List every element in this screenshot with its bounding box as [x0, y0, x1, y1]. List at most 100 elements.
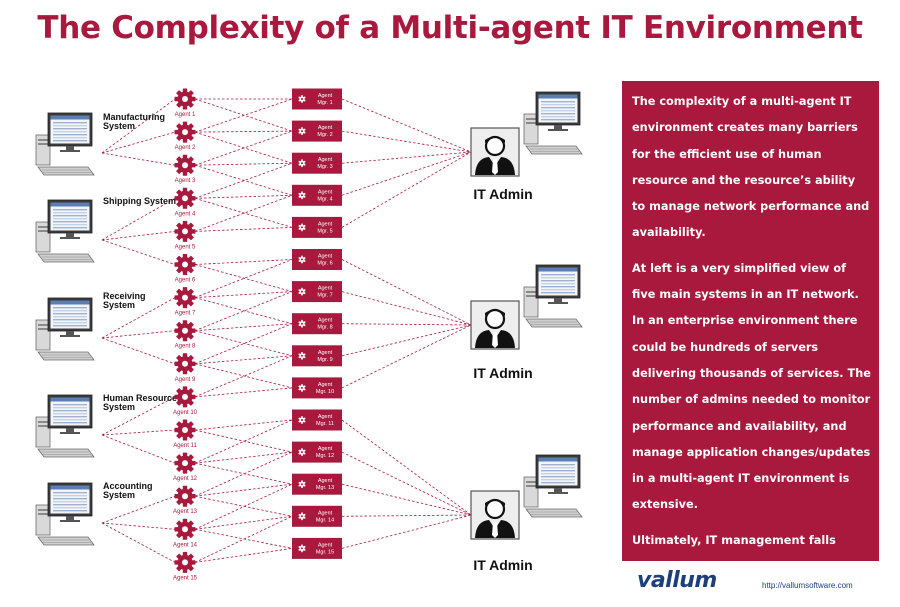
- connection-line: [194, 387, 293, 398]
- computer-icon: [35, 482, 95, 546]
- connection-line: [101, 330, 176, 339]
- connection-line: [194, 363, 293, 389]
- manager-label-line1: Agent: [318, 382, 333, 388]
- gear-icon: [174, 386, 196, 408]
- manager-label-line1: Agent: [318, 542, 333, 548]
- vallum-logo[interactable]: vallum: [637, 568, 717, 593]
- agent-label: Agent 4: [175, 211, 196, 217]
- connection-line: [194, 291, 293, 298]
- connection-line: [341, 483, 472, 516]
- gear-icon: [174, 419, 196, 441]
- manager-label-line2: Mgr. 14: [316, 517, 334, 523]
- connection-line: [194, 528, 293, 549]
- info-paragraph-1: The complexity of a multi-agent IT envir…: [632, 95, 870, 240]
- manager-label-line2: Mgr. 5: [317, 228, 332, 234]
- manager-box-bg: [292, 537, 342, 559]
- agent-node: Agent 12: [173, 452, 198, 482]
- connection-line: [194, 483, 293, 497]
- agents-column: Agent 1 Agent 2 Agent 3 Agent 4 Agent 5 Agent…: [173, 88, 198, 581]
- website-link[interactable]: http://vallumsoftware.com: [762, 581, 853, 590]
- computer-icon: [523, 264, 583, 328]
- it-admin: IT Admin: [470, 454, 583, 573]
- agent-label: Agent 15: [173, 575, 198, 581]
- agent-label: Agent 5: [175, 244, 196, 250]
- gear-icon: [174, 452, 196, 474]
- agent-node: Agent 5: [174, 220, 196, 250]
- connection-line: [341, 259, 472, 326]
- manager-label-line2: Mgr. 10: [316, 389, 334, 395]
- manager-label-line1: Agent: [318, 286, 333, 292]
- agent-node: Agent 15: [173, 551, 198, 581]
- admin-avatar-icon: [470, 127, 520, 177]
- connection-line: [101, 522, 176, 530]
- connection-line: [194, 162, 293, 199]
- manager-label-line2: Mgr. 7: [317, 293, 332, 299]
- system-label: Shipping System: [103, 196, 176, 206]
- gear-icon: [174, 187, 196, 209]
- connection-line: [194, 429, 293, 453]
- connection-line: [194, 323, 293, 365]
- agent-label: Agent 6: [175, 278, 196, 284]
- agent-node: Agent 9: [174, 353, 196, 383]
- admin-avatar-icon: [470, 490, 520, 540]
- system-computer: Shipping System: [35, 196, 176, 263]
- system-label: System: [103, 402, 135, 412]
- connection-line: [341, 514, 472, 549]
- it-admin: IT Admin: [470, 264, 583, 381]
- agent-label: Agent 7: [175, 311, 196, 317]
- connection-line: [341, 291, 472, 326]
- agent-node: Agent 8: [174, 320, 196, 350]
- manager-box-bg: [292, 120, 342, 142]
- connection-line: [194, 419, 293, 464]
- manager-box-bg: [292, 377, 342, 399]
- connection-line: [194, 483, 293, 530]
- connection-line: [194, 227, 293, 232]
- connection-line: [194, 259, 293, 265]
- admin-label: IT Admin: [473, 186, 532, 202]
- agent-node: Agent 1: [174, 88, 196, 118]
- manager-label-line2: Mgr. 12: [316, 453, 334, 459]
- agent-label: Agent 3: [175, 178, 196, 184]
- connection-line: [194, 197, 293, 228]
- manager-label-line2: Mgr. 11: [316, 421, 334, 427]
- manager-label-line2: Mgr. 3: [317, 164, 332, 170]
- agent-label: Agent 2: [175, 145, 196, 151]
- manager-label-line1: Agent: [318, 125, 333, 131]
- agent-node: Agent 10: [173, 386, 198, 416]
- manager-box-bg: [292, 249, 342, 270]
- connection-line: [341, 419, 472, 516]
- agent-node: Agent 13: [173, 485, 198, 515]
- manager-label-line1: Agent: [318, 478, 333, 484]
- gear-icon: [174, 551, 196, 573]
- connection-line: [194, 131, 293, 164]
- gear-icon: [174, 88, 196, 110]
- connection-line: [194, 130, 293, 133]
- connection-line: [194, 355, 293, 398]
- connection-line: [341, 451, 472, 516]
- agent-node: Agent 2: [174, 121, 196, 151]
- page-title: The Complexity of a Multi-agent IT Envir…: [37, 10, 863, 46]
- connection-lines: [101, 98, 472, 563]
- admin-label: IT Admin: [473, 557, 532, 573]
- manager-label-line2: Mgr. 1: [317, 100, 332, 106]
- connection-line: [341, 130, 472, 153]
- it-admins-column: IT Admin IT Admin IT Admin: [470, 91, 583, 573]
- connection-line: [194, 515, 293, 563]
- manager-label-line1: Agent: [318, 446, 333, 452]
- system-label: System: [103, 121, 135, 131]
- agent-node: Agent 3: [174, 154, 196, 184]
- agent-label: Agent 10: [173, 410, 198, 416]
- connection-line: [194, 194, 293, 199]
- connection-line: [101, 297, 176, 339]
